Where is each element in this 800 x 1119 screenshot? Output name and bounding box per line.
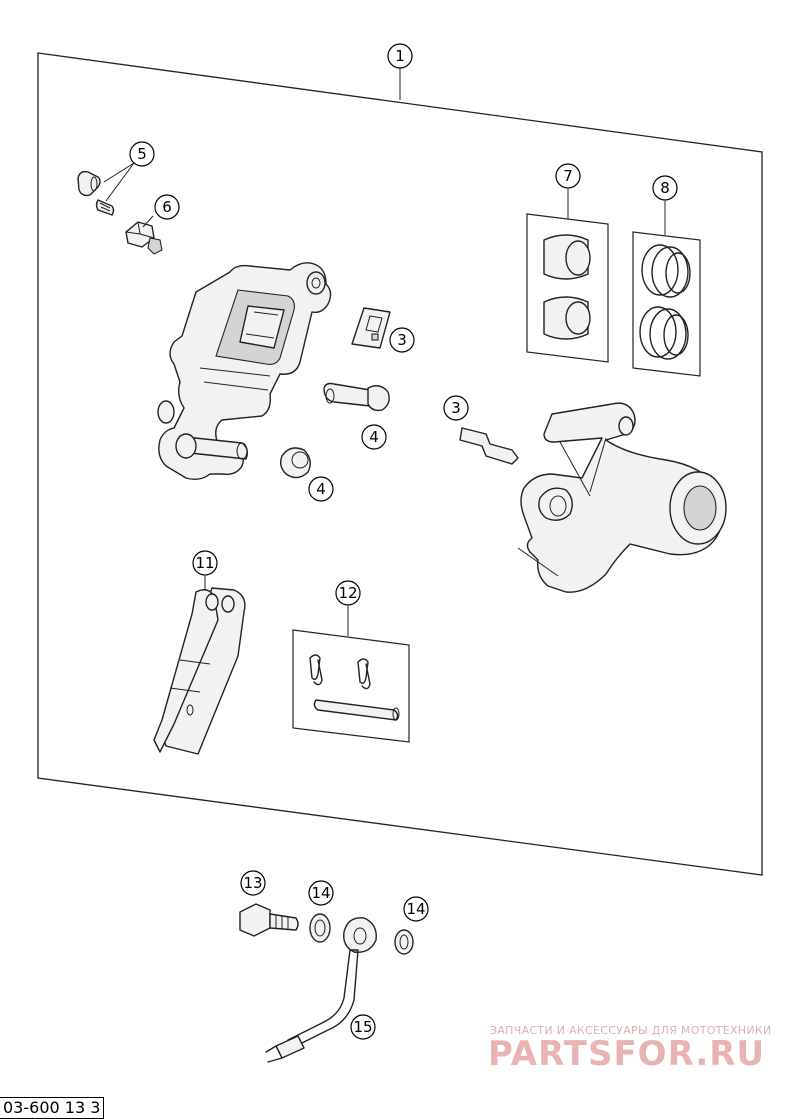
svg-text:5: 5 bbox=[137, 145, 147, 163]
brake-line-part bbox=[265, 917, 377, 1063]
callout-3-upper: 3 bbox=[389, 327, 415, 353]
callout-15: 15 bbox=[350, 1014, 376, 1040]
callout-4-lower: 4 bbox=[308, 476, 334, 502]
watermark-tagline: ЗАПЧАСТИ И АКСЕССУАРЫ ДЛЯ МОТОТЕХНИКИ bbox=[490, 1024, 772, 1037]
callout-12: 12 bbox=[335, 580, 361, 606]
bleed-cap-part bbox=[77, 170, 101, 197]
svg-text:3: 3 bbox=[397, 331, 407, 349]
watermark-brand-logo: PARTSFOR.RU bbox=[488, 1034, 766, 1074]
svg-text:14: 14 bbox=[406, 900, 425, 918]
svg-text:13: 13 bbox=[243, 874, 262, 892]
brake-caliper-housing bbox=[157, 262, 332, 481]
caliper-carrier-bracket bbox=[517, 402, 727, 593]
svg-text:1: 1 bbox=[395, 47, 405, 65]
svg-text:3: 3 bbox=[451, 399, 461, 417]
svg-text:12: 12 bbox=[338, 584, 357, 602]
svg-text:8: 8 bbox=[660, 179, 670, 197]
callout-6: 6 bbox=[154, 194, 180, 220]
svg-text:15: 15 bbox=[353, 1018, 372, 1036]
kit-outline-panel bbox=[37, 52, 763, 876]
sealing-ring-left bbox=[309, 913, 331, 943]
svg-text:7: 7 bbox=[563, 167, 573, 185]
svg-text:11: 11 bbox=[195, 554, 214, 572]
reference-code-label: 03-600 13 3 bbox=[0, 1097, 105, 1119]
pad-spring-lower bbox=[459, 427, 519, 465]
pad-pin-kit-card bbox=[292, 629, 410, 743]
leader-lines bbox=[103, 68, 666, 636]
callout-4-upper: 4 bbox=[361, 424, 387, 450]
plug-screw-part bbox=[125, 221, 163, 255]
callout-11: 11 bbox=[192, 550, 218, 576]
callout-14-right: 14 bbox=[403, 896, 429, 922]
callout-14-left: 14 bbox=[308, 880, 334, 906]
banjo-bolt-part bbox=[239, 903, 299, 937]
guide-bushing-lower bbox=[279, 447, 311, 479]
bleed-nipple-part bbox=[95, 199, 115, 216]
sealing-ring-right bbox=[394, 929, 414, 955]
brake-pad-set bbox=[153, 587, 246, 755]
callout-1: 1 bbox=[387, 43, 413, 69]
guide-pin-bolt-upper bbox=[323, 382, 390, 412]
svg-text:6: 6 bbox=[162, 198, 172, 216]
seal-kit-card bbox=[632, 231, 701, 377]
callout-3-lower: 3 bbox=[443, 395, 469, 421]
piston-kit-card bbox=[526, 213, 609, 363]
callout-7: 7 bbox=[555, 163, 581, 189]
svg-text:4: 4 bbox=[369, 428, 379, 446]
callout-5: 5 bbox=[129, 141, 155, 167]
svg-text:4: 4 bbox=[316, 480, 326, 498]
callout-13: 13 bbox=[240, 870, 266, 896]
callout-8: 8 bbox=[652, 175, 678, 201]
svg-text:14: 14 bbox=[311, 884, 330, 902]
pad-spring-clip-upper bbox=[351, 307, 391, 349]
